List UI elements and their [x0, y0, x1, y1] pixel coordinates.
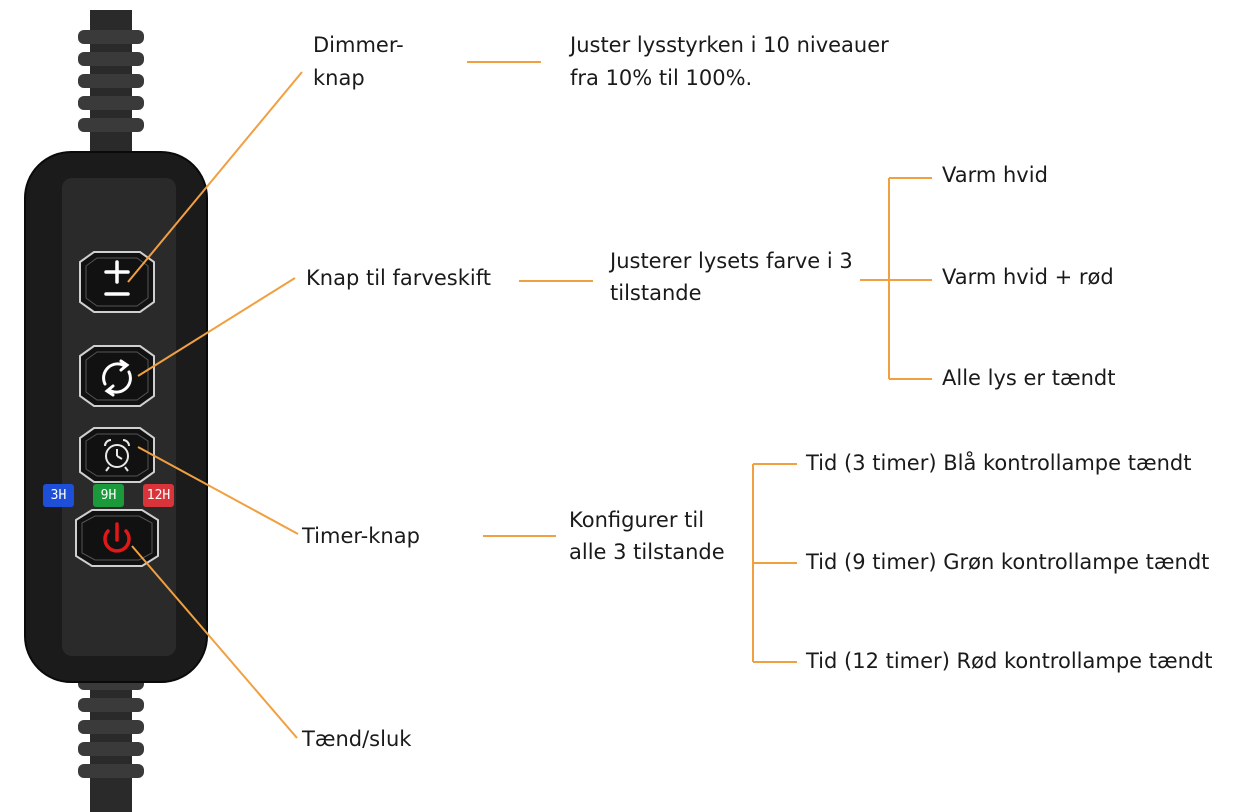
color-option-1: Varm hvid — [942, 163, 1048, 187]
power-icon — [103, 522, 131, 553]
desc-dimmer-line1: Juster lysstyrken i 10 niveauer — [570, 33, 889, 57]
alarm-clock-icon — [104, 439, 130, 472]
color-option-2: Varm hvid + rød — [942, 265, 1114, 289]
label-dimmer-line2: knap — [313, 66, 365, 90]
desc-timer-line2: alle 3 tilstande — [569, 540, 725, 564]
cable-top — [78, 10, 144, 170]
plus-minus-icon — [104, 260, 130, 296]
dimmer-button[interactable] — [79, 251, 155, 313]
color-option-3: Alle lys er tændt — [942, 366, 1116, 390]
connector-lines — [127, 61, 932, 739]
desc-color-line1: Justerer lysets farve i 3 — [610, 249, 853, 273]
desc-timer-line1: Konfigurer til — [569, 508, 705, 532]
label-power: Tænd/sluk — [302, 727, 412, 751]
timer-option-3: Tid (12 timer) Rød kontrollampe tændt — [806, 649, 1213, 673]
timer-option-2: Tid (9 timer) Grøn kontrollampe tændt — [806, 550, 1210, 574]
cable-bottom — [78, 660, 144, 812]
controller-panel — [62, 178, 176, 656]
label-dimmer-line1: Dimmer- — [313, 33, 404, 57]
label-color-switch: Knap til farveskift — [306, 266, 491, 290]
desc-color-line2: tilstande — [610, 281, 702, 305]
cycle-arrows-icon — [102, 359, 132, 397]
power-button[interactable] — [75, 509, 159, 567]
color-switch-button[interactable] — [79, 345, 155, 407]
desc-dimmer-line2: fra 10% til 100%. — [570, 66, 753, 90]
timer-option-1: Tid (3 timer) Blå kontrollampe tændt — [806, 451, 1192, 475]
label-timer: Timer-knap — [302, 524, 420, 548]
indicator-3h: 3H — [43, 484, 74, 507]
indicator-12h: 12H — [143, 484, 174, 507]
timer-button[interactable] — [79, 427, 155, 483]
indicator-9h: 9H — [93, 484, 124, 507]
